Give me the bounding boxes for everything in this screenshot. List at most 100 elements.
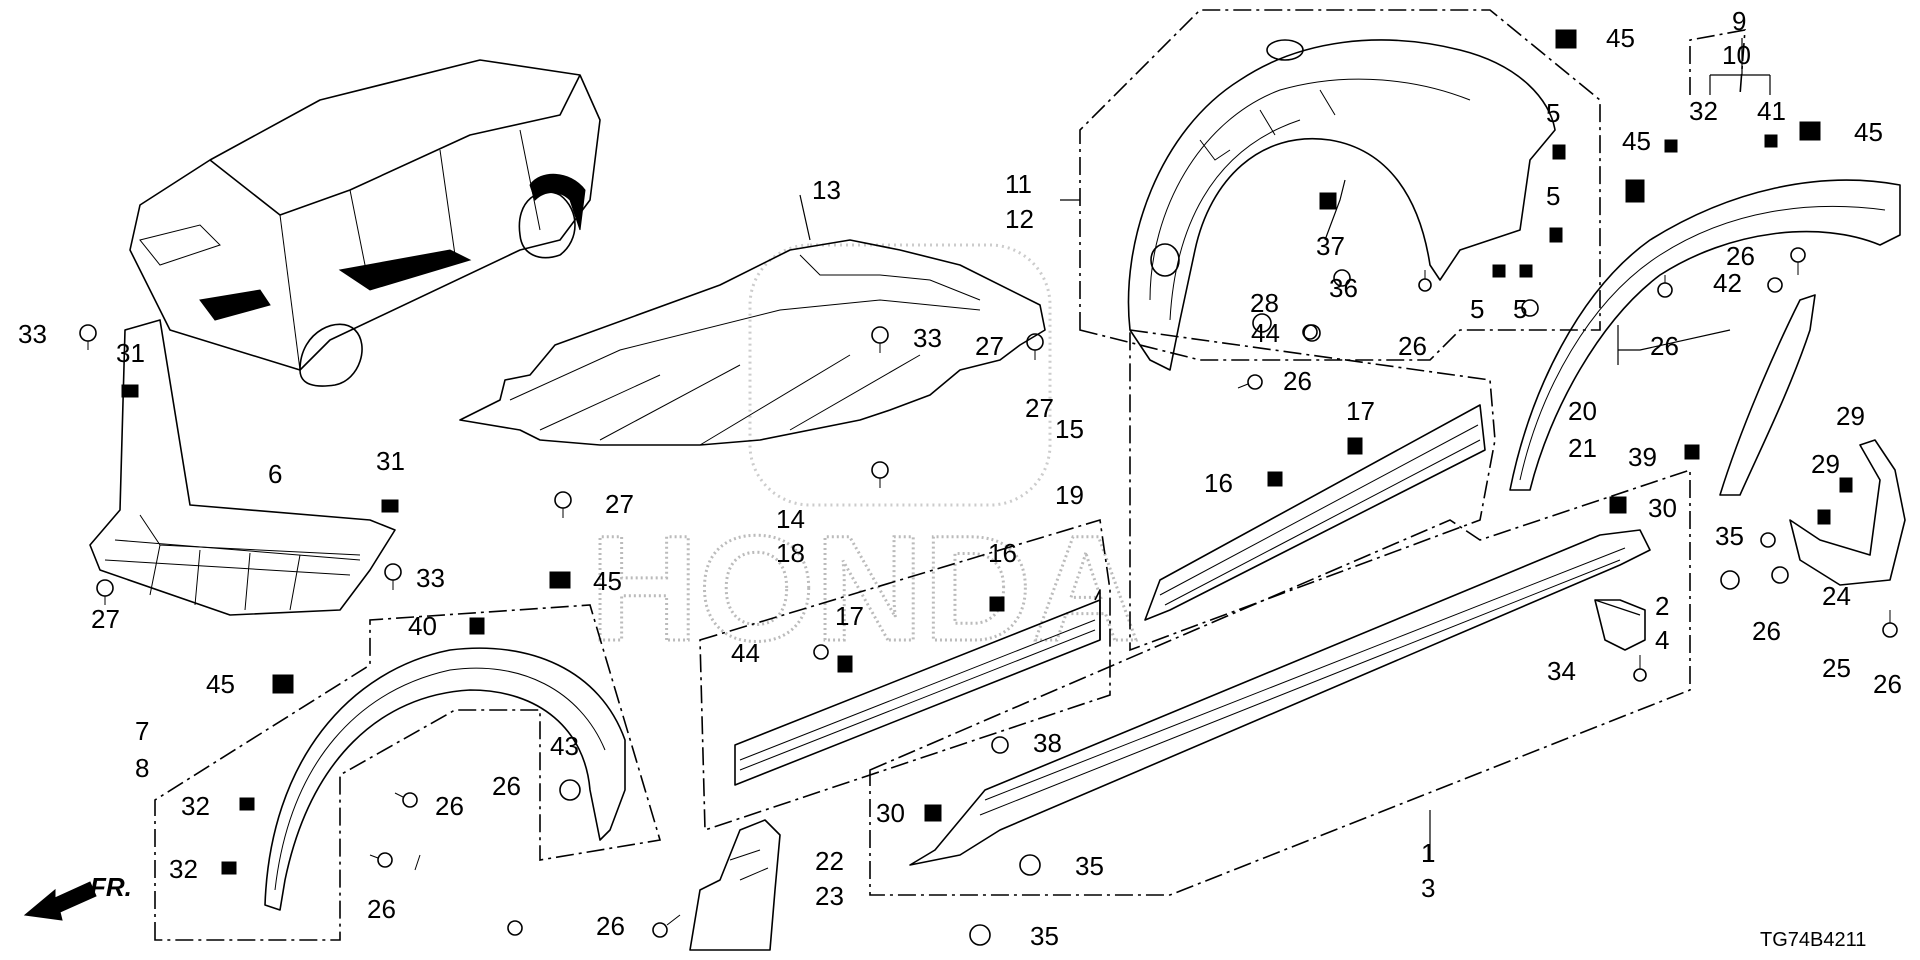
group-outlines — [154, 9, 1746, 941]
callout-30: 30 — [876, 798, 905, 828]
part-15-19-side-garnish — [1144, 404, 1486, 621]
bolt-icon — [871, 461, 889, 488]
callout-29: 29 — [1811, 449, 1840, 479]
callout-23: 23 — [815, 881, 844, 911]
callout-26: 26 — [435, 791, 464, 821]
part-11-12-wheel-liner — [1127, 39, 1556, 371]
clip-37-icon — [1319, 192, 1337, 210]
callout-43: 43 — [550, 731, 579, 761]
callout-26: 26 — [596, 911, 625, 941]
callout-26: 26 — [1398, 331, 1427, 361]
callout-5: 5 — [1546, 98, 1560, 128]
grommet-icon — [969, 924, 991, 946]
front-label: FR. — [90, 872, 132, 902]
callout-27: 27 — [91, 604, 120, 634]
screw-icon — [1657, 275, 1673, 298]
clip-16-icon — [989, 596, 1005, 612]
callout-15: 15 — [1055, 414, 1084, 444]
clip-5-icon — [1549, 227, 1563, 243]
callout-45: 45 — [1606, 23, 1635, 53]
part-14-18-side-garnish — [734, 589, 1101, 786]
callout-27: 27 — [1025, 393, 1054, 423]
clip-31-icon — [381, 499, 399, 513]
screw-icon — [369, 852, 393, 868]
grommet-icon — [991, 736, 1009, 754]
part-13-under-cover — [459, 239, 1046, 446]
callout-30: 30 — [1648, 493, 1677, 523]
screw-icon — [1633, 655, 1647, 682]
callout-16: 16 — [1204, 468, 1233, 498]
callout-12: 12 — [1005, 204, 1034, 234]
watermark-text: HONDA — [590, 504, 1140, 672]
fasteners — [79, 29, 1898, 946]
clip-17-icon — [837, 655, 853, 673]
bolt-icon — [96, 579, 114, 605]
callout-42: 42 — [1713, 268, 1742, 298]
bolt-icon — [1767, 277, 1783, 293]
callout-39: 39 — [1628, 442, 1657, 472]
clip-32-icon — [239, 797, 255, 811]
callout-5: 5 — [1546, 181, 1560, 211]
callout-20: 20 — [1568, 396, 1597, 426]
outline-side-garnish-upper — [1129, 329, 1496, 652]
grommet-icon — [1333, 269, 1351, 287]
callout-9: 9 — [1732, 6, 1746, 36]
clip-41-icon — [1764, 134, 1778, 148]
grommet-icon — [1771, 566, 1789, 584]
watermark: HONDA — [589, 243, 1141, 674]
clip-30-icon — [924, 804, 942, 822]
clip-45-icon — [272, 674, 294, 694]
bolt-icon — [1026, 333, 1044, 360]
clip-45-icon — [1799, 121, 1821, 141]
part-6-splash-shield — [89, 319, 396, 616]
callout-17: 17 — [835, 601, 864, 631]
front-direction-indicator: FR. — [23, 872, 132, 921]
screw-icon — [1760, 532, 1776, 548]
bolt-icon — [384, 563, 402, 590]
callout-27: 27 — [975, 331, 1004, 361]
callout-32: 32 — [181, 791, 210, 821]
callout-24: 24 — [1822, 581, 1851, 611]
callout-44: 44 — [1251, 318, 1280, 348]
bolt-icon — [554, 491, 572, 518]
callout-11: 11 — [1005, 169, 1032, 199]
callout-35: 35 — [1715, 521, 1744, 551]
callout-37: 37 — [1316, 231, 1345, 261]
callout-41: 41 — [1757, 96, 1786, 126]
grommet-icon — [559, 779, 581, 801]
callout-labels: 1 3 2 4 5 5 5 5 6 7 8 9 10 11 12 13 14 1… — [18, 6, 1902, 951]
clip-45-icon — [1625, 179, 1645, 203]
callout-8: 8 — [135, 753, 149, 783]
part-7-8-front-arch-molding — [264, 647, 626, 911]
clip-5-icon — [1552, 144, 1566, 160]
callout-45: 45 — [1622, 126, 1651, 156]
callout-1: 1 — [1421, 838, 1435, 868]
clip-45-icon — [1555, 29, 1577, 49]
callout-26: 26 — [1752, 616, 1781, 646]
callout-33: 33 — [913, 323, 942, 353]
callout-32: 32 — [1689, 96, 1718, 126]
callout-33: 33 — [416, 563, 445, 593]
bolt-icon — [1302, 324, 1318, 340]
callout-5: 5 — [1513, 294, 1527, 324]
clip-45-icon — [549, 571, 571, 589]
screw-icon — [414, 854, 523, 936]
screw-icon — [652, 914, 681, 938]
clip-17-icon — [1347, 437, 1363, 455]
callout-31: 31 — [376, 446, 405, 476]
bolt-icon — [79, 324, 97, 350]
callout-25: 25 — [1822, 653, 1851, 683]
callout-44: 44 — [731, 638, 760, 668]
clip-5-icon — [1492, 264, 1506, 278]
callout-4: 4 — [1655, 625, 1669, 655]
clip-16-icon — [1267, 471, 1283, 487]
screw-icon — [1790, 247, 1806, 275]
callout-14: 14 — [776, 504, 805, 534]
callout-36: 36 — [1329, 273, 1358, 303]
outline-side-garnish-lower — [699, 518, 1111, 832]
callout-10: 10 — [1722, 40, 1751, 70]
clip-30-icon — [1609, 496, 1627, 514]
bolt-icon — [871, 326, 889, 353]
diagram-code: TG74B4211 — [1760, 929, 1866, 951]
